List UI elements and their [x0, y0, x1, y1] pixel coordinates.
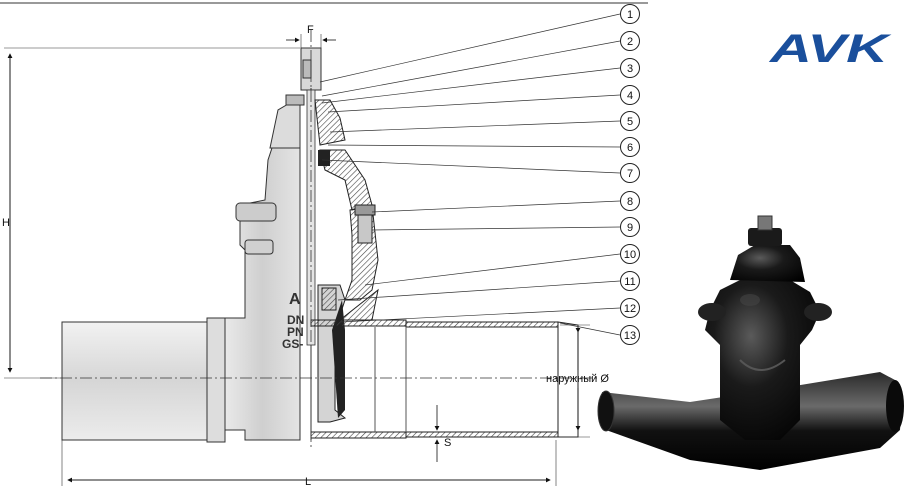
callout-13: 13	[620, 325, 640, 345]
dimension-h: H	[2, 47, 300, 379]
callout-7: 7	[620, 163, 640, 183]
svg-text:8: 8	[627, 196, 633, 208]
callout-12: 12	[620, 298, 640, 318]
svg-text:4: 4	[627, 90, 633, 102]
outer-diameter-label: наружный Ø	[546, 373, 609, 385]
callout-6: 6	[620, 137, 640, 157]
svg-text:AVK: AVK	[769, 27, 893, 71]
svg-text:1: 1	[627, 9, 633, 21]
l-label: L	[305, 476, 311, 488]
dimension-s: S	[434, 405, 451, 462]
svg-text:PN: PN	[287, 325, 304, 339]
dimension-outer-diameter: наружный Ø	[546, 324, 609, 438]
callout-10: 10	[620, 244, 640, 264]
f-label: F	[307, 24, 314, 36]
svg-text:A: A	[289, 291, 301, 308]
h-label: H	[2, 217, 10, 229]
dimension-f: F	[286, 24, 336, 50]
callout-leaders	[319, 13, 621, 336]
svg-text:12: 12	[624, 303, 636, 315]
svg-text:7: 7	[627, 168, 633, 180]
body-marking: A DN PN GS-	[282, 291, 304, 351]
callout-9: 9	[620, 217, 640, 237]
svg-text:3: 3	[627, 63, 633, 75]
s-label: S	[444, 437, 451, 449]
svg-text:2: 2	[627, 36, 633, 48]
callouts: 1 2 3 4 5 6 7 8 9 10 11 12 13	[620, 4, 640, 345]
svg-text:6: 6	[627, 142, 633, 154]
svg-text:11: 11	[624, 276, 635, 288]
valve-section	[310, 99, 579, 439]
callout-3: 3	[620, 58, 640, 78]
svg-text:DN: DN	[287, 313, 304, 327]
dimension-l: L	[61, 440, 557, 488]
svg-text:13: 13	[624, 330, 636, 342]
avk-logo: AVK	[769, 27, 893, 71]
product-photo	[597, 215, 904, 470]
callout-5: 5	[620, 111, 640, 131]
callout-1: 1	[620, 4, 640, 24]
svg-text:10: 10	[624, 249, 636, 261]
callout-4: 4	[620, 85, 640, 105]
callout-2: 2	[620, 31, 640, 51]
svg-text:5: 5	[627, 116, 633, 128]
svg-text:9: 9	[627, 222, 633, 234]
callout-11: 11	[620, 271, 640, 291]
valve-body-exterior	[224, 94, 305, 441]
svg-text:GS-: GS-	[282, 337, 303, 351]
callout-8: 8	[620, 191, 640, 211]
pipe-left	[61, 317, 226, 443]
